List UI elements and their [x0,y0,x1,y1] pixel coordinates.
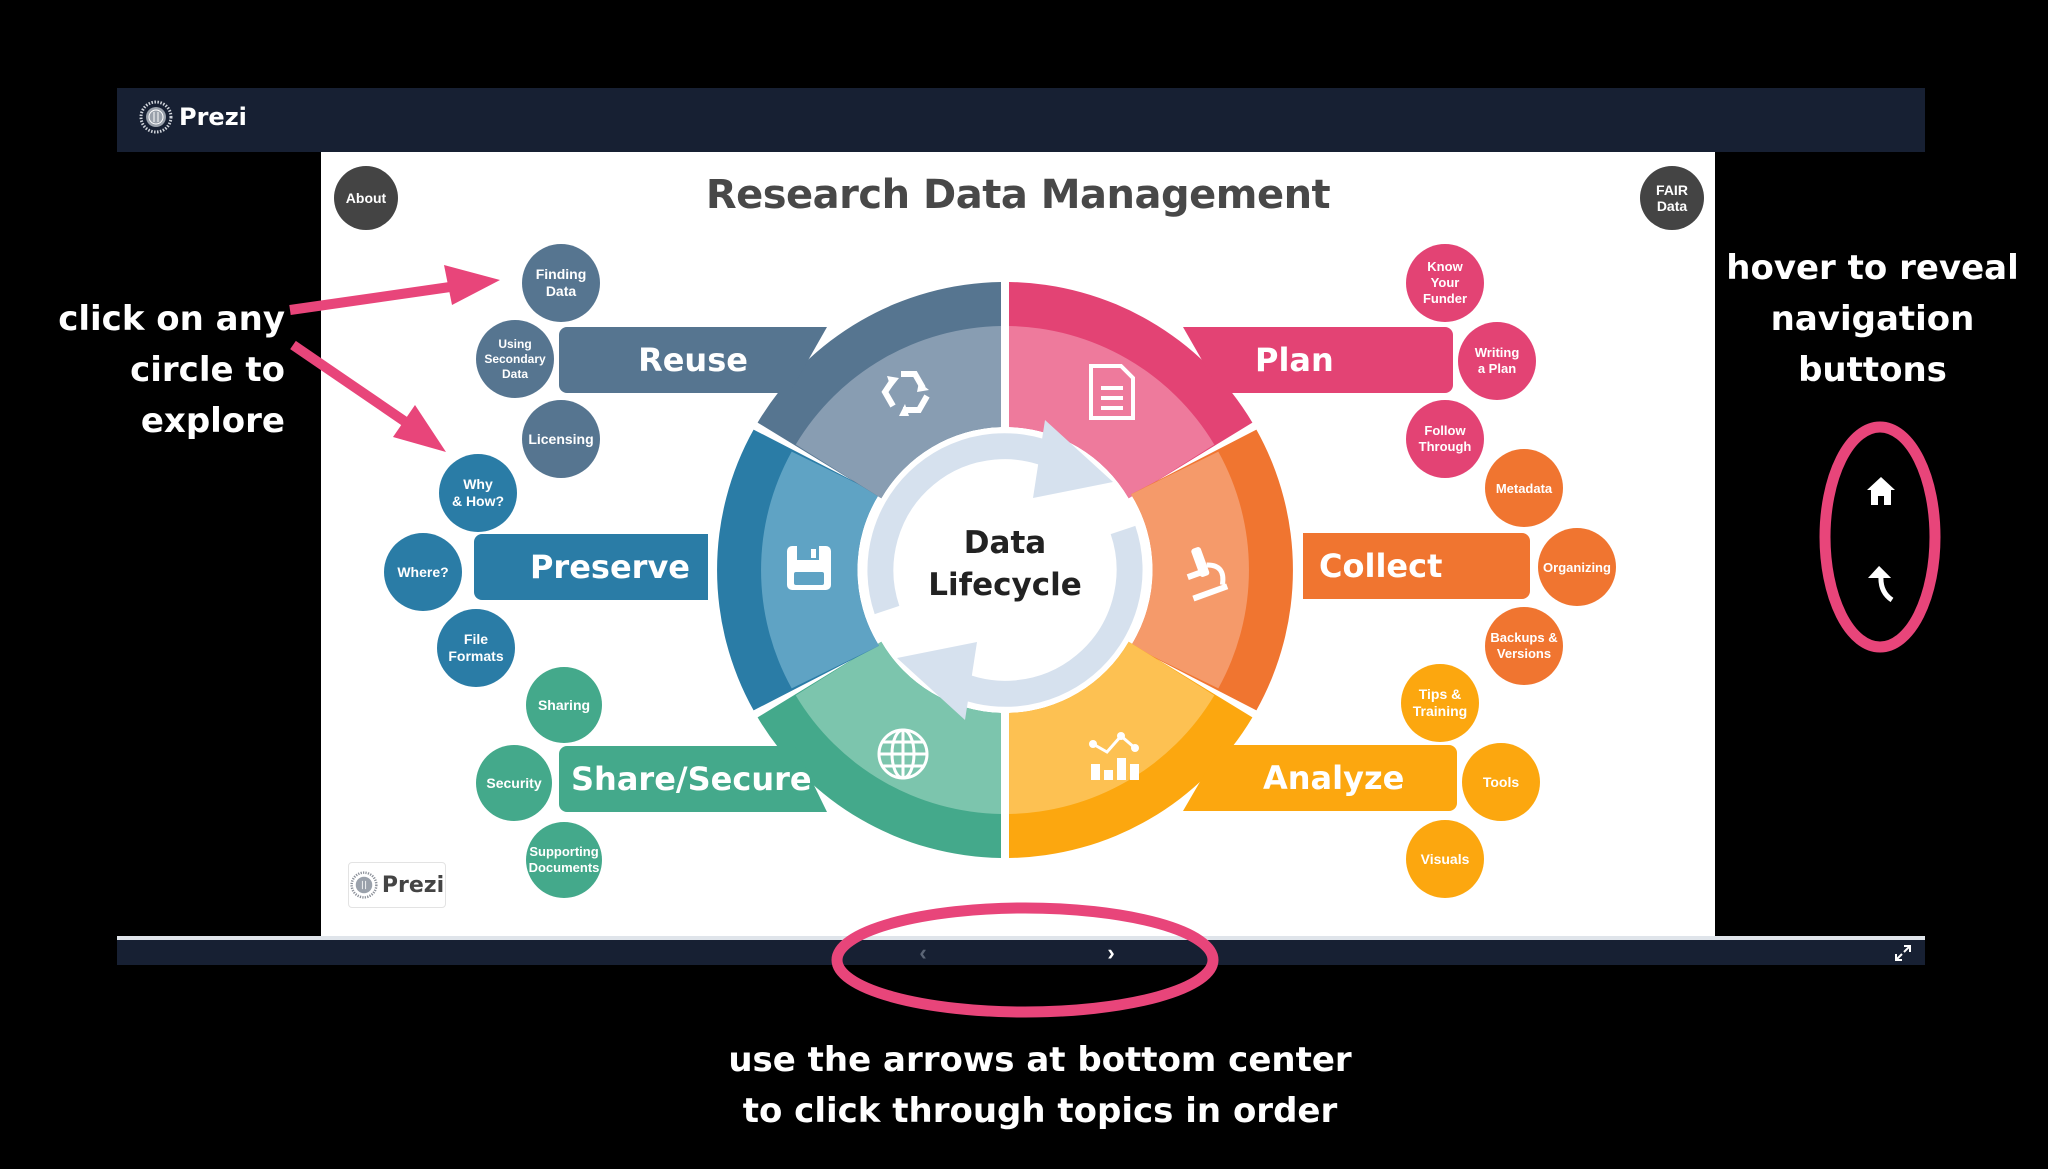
home-icon[interactable] [1865,475,1897,507]
prezi-logo-icon [139,100,173,134]
stage-banner-collect[interactable]: Collect [1303,533,1530,599]
topic-sharing[interactable]: Sharing [526,667,602,743]
topic-finding-data[interactable]: Finding Data [522,244,600,322]
stage-banner-reuse[interactable]: Reuse [559,327,827,393]
topic-tools[interactable]: Tools [1462,743,1540,821]
prezi-brand-label: Prezi [179,103,247,131]
annotation-hover-nav: hover to reveal navigation buttons [1726,248,2019,390]
microscope-icon [1186,547,1229,602]
topic-file-formats[interactable]: File Formats [437,609,515,687]
center-label: Data Lifecycle [928,525,1082,603]
globe-icon [877,728,929,780]
topic-supporting-documents[interactable]: Supporting Documents [526,822,602,898]
stage-banner-preserve[interactable]: Preserve [474,534,708,600]
previous-slide-button[interactable]: ‹ [919,939,927,965]
topic-licensing[interactable]: Licensing [522,400,600,478]
about-button[interactable]: About [334,166,398,230]
topic-visuals[interactable]: Visuals [1406,820,1484,898]
topic-backups-versions[interactable]: Backups & Versions [1485,607,1563,685]
stage-banner-analyze[interactable]: Analyze [1183,745,1457,811]
stage-banner-plan[interactable]: Plan [1183,327,1453,393]
topic-know-your-funder[interactable]: Know Your Funder [1406,244,1484,322]
stage-banner-share-secure[interactable]: Share/Secure [559,746,827,812]
back-arrow-icon[interactable] [1866,564,1896,602]
topic-where[interactable]: Where? [384,533,462,611]
next-slide-button[interactable]: › [1107,939,1115,965]
nav-buttons-highlight [1819,421,1941,653]
topic-why-and-how[interactable]: Why & How? [439,454,517,532]
prezi-logo-icon [350,871,378,899]
presentation-slide: Research Data Management About FAIR Data [321,152,1715,936]
topic-follow-through[interactable]: Follow Through [1406,400,1484,478]
annotation-bottom-arrows: use the arrows at bottom center to click… [728,1040,1352,1131]
topic-tips-training[interactable]: Tips & Training [1401,664,1479,742]
recycle-icon [881,371,930,416]
fullscreen-icon[interactable] [1893,943,1913,963]
annotation-click-circles: click on any circle to explore [58,299,285,441]
slide-title: Research Data Management [705,172,1331,218]
presentation-control-bar: ‹ › [117,936,1925,965]
floppy-disk-icon [787,546,831,590]
topic-metadata[interactable]: Metadata [1485,449,1563,527]
cycle-arrows-icon [867,433,1143,707]
chart-icon [1089,732,1139,780]
data-lifecycle-wheel [717,282,1293,858]
fair-data-button[interactable]: FAIR Data [1640,166,1704,230]
topic-using-secondary-data[interactable]: Using Secondary Data [476,320,554,398]
prezi-header-bar: Prezi [117,88,1925,152]
topic-writing-a-plan[interactable]: Writing a Plan [1458,322,1536,400]
topic-security[interactable]: Security [476,745,552,821]
document-icon [1089,364,1135,420]
prezi-watermark-badge[interactable]: Prezi [348,862,446,908]
topic-organizing[interactable]: Organizing [1538,528,1616,606]
prezi-brand[interactable]: Prezi [139,100,247,134]
